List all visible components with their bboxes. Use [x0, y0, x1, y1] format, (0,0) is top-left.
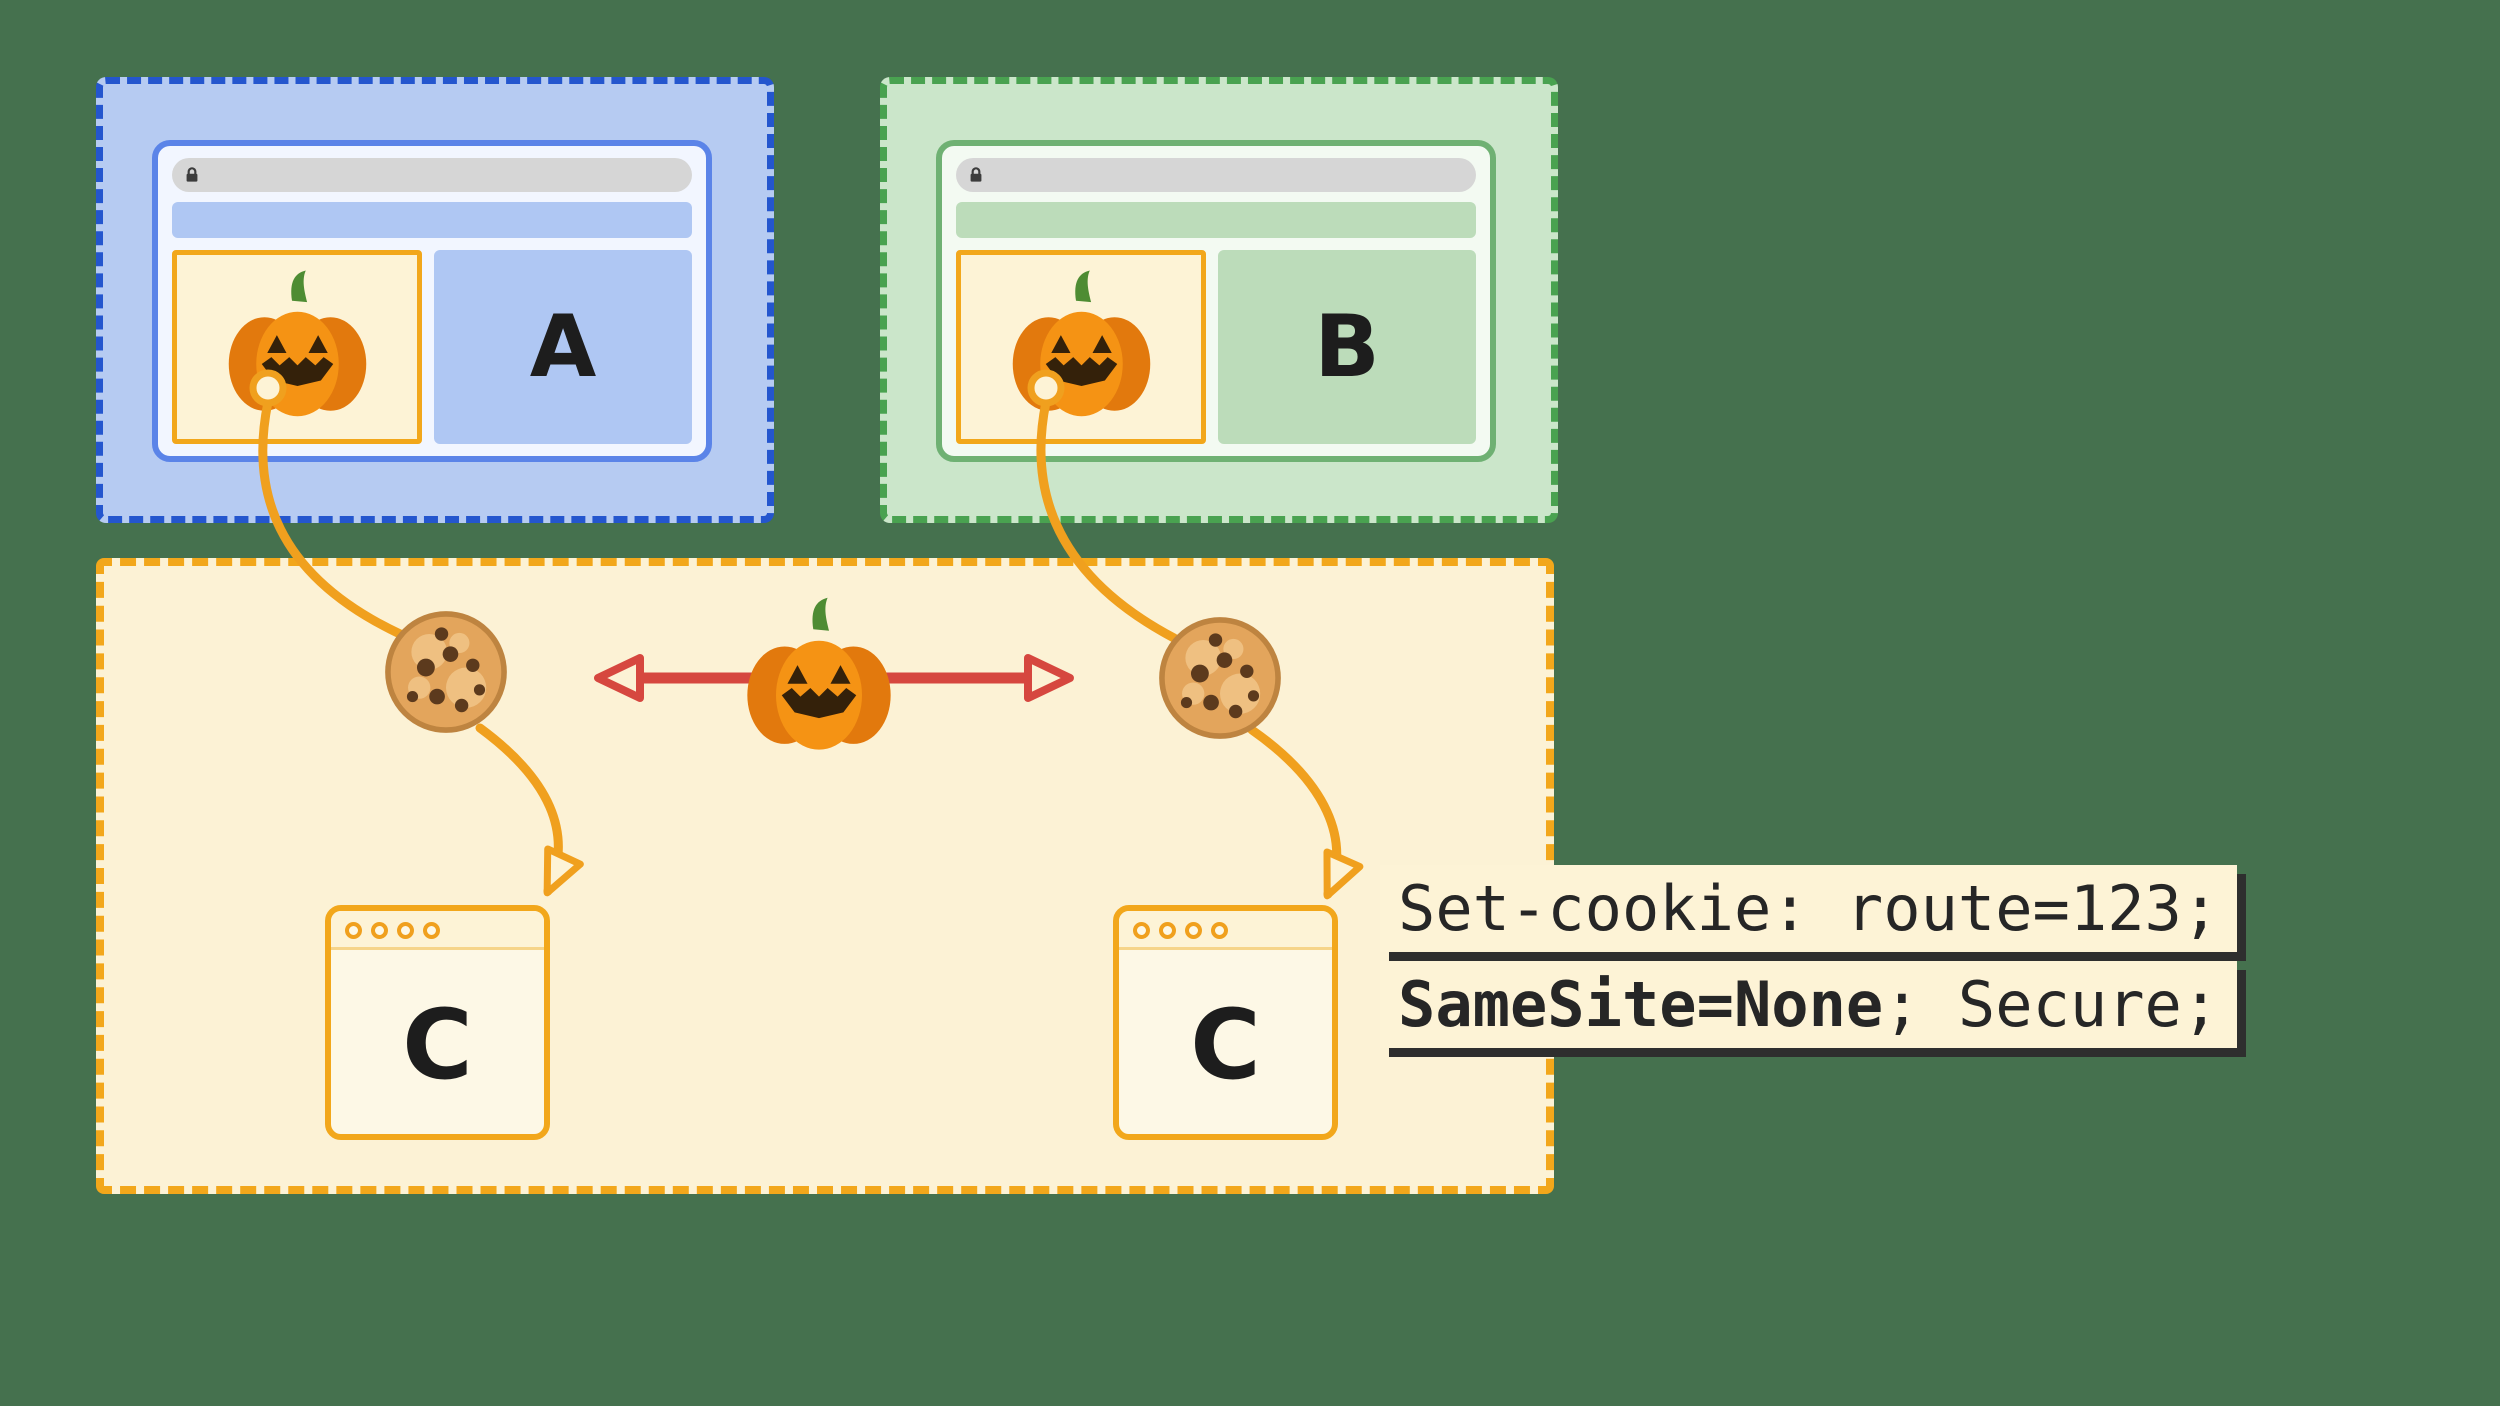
storage-window-dots: [331, 911, 544, 950]
site-b-embedded-iframe: [956, 250, 1206, 444]
storage-window-dots: [1119, 911, 1332, 950]
site-b-boundary: B: [880, 77, 1558, 523]
site-b-content: B: [956, 250, 1476, 444]
site-a-content: A: [172, 250, 692, 444]
site-b-browser-window: B: [936, 140, 1496, 462]
code-line-2: SameSite=None; Secure;: [1380, 961, 2238, 1048]
code-samesite-none-text: SameSite=None: [1398, 968, 1884, 1041]
code-secure-text: ; Secure;: [1883, 968, 2220, 1041]
storage-window-left: C: [325, 905, 550, 1140]
site-a-embedded-iframe: [172, 250, 422, 444]
site-b-label: B: [1218, 250, 1476, 444]
site-a-boundary: A: [96, 77, 774, 523]
site-b-address-bar: [956, 158, 1476, 192]
site-b-toolbar: [956, 202, 1476, 238]
site-a-label: A: [434, 250, 692, 444]
site-a-browser-window: A: [152, 140, 712, 462]
code-line-1-text: Set-cookie: route=123;: [1398, 872, 2220, 945]
set-cookie-code-label: Set-cookie: route=123; SameSite=None; Se…: [1380, 865, 2238, 1057]
site-a-address-bar: [172, 158, 692, 192]
code-line-1: Set-cookie: route=123;: [1380, 865, 2238, 952]
storage-left-label: C: [402, 988, 473, 1101]
storage-right-label: C: [1190, 988, 1261, 1101]
lock-icon: [182, 165, 202, 185]
pumpkin-icon: [215, 265, 380, 430]
lock-icon: [966, 165, 986, 185]
third-party-boundary: C C: [96, 558, 1554, 1194]
storage-window-right: C: [1113, 905, 1338, 1140]
site-a-toolbar: [172, 202, 692, 238]
pumpkin-icon: [999, 265, 1164, 430]
